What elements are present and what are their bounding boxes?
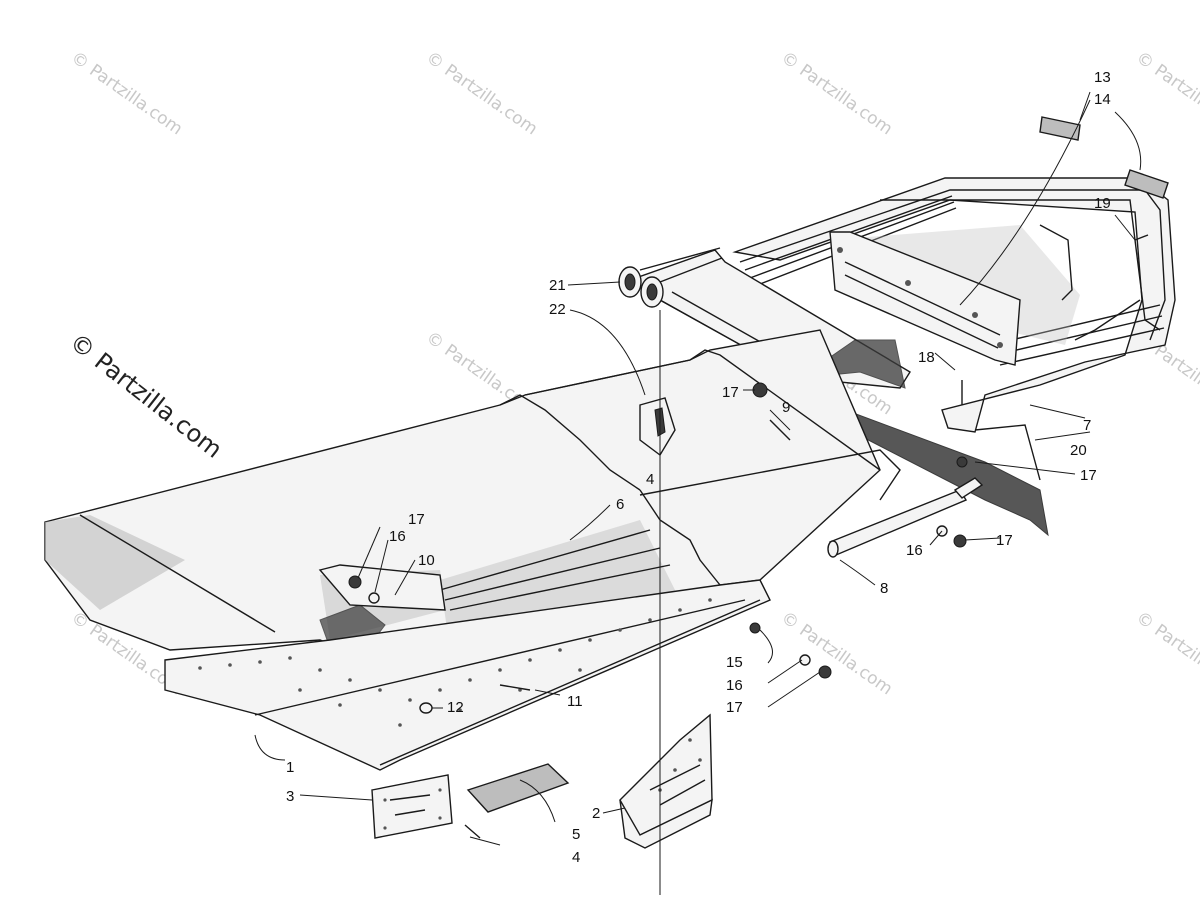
- callout-12: 12: [447, 699, 464, 716]
- callout-9: 9: [782, 399, 790, 416]
- reflectors: [1039, 116, 1169, 199]
- traction-plate: [466, 763, 570, 813]
- callout-4-bottom: 4: [572, 849, 580, 866]
- footrest-plate: [164, 579, 771, 771]
- callout-14: 14: [1094, 91, 1111, 108]
- callout-16-left: 16: [389, 528, 406, 545]
- watermark: © Partzilla.com: [1132, 48, 1200, 140]
- watermark: © Partzilla.com: [777, 48, 896, 140]
- callout-19: 19: [1094, 195, 1111, 212]
- callout-15: 15: [726, 654, 743, 671]
- callout-10: 10: [418, 552, 435, 569]
- shaft: [827, 477, 984, 558]
- callout-20: 20: [1070, 442, 1087, 459]
- callout-labels: 1 2 3 4 4 5 6 7 8 9 10 11 12 13 14 15 16…: [286, 69, 1111, 866]
- callout-3: 3: [286, 788, 294, 805]
- callout-22: 22: [549, 301, 566, 318]
- callout-8: 8: [880, 580, 888, 597]
- callout-5: 5: [572, 826, 580, 843]
- leader-lines: [254, 91, 1142, 895]
- callout-18: 18: [918, 349, 935, 366]
- reinforcement-plate: [371, 774, 453, 839]
- watermark: © Partzilla.com: [422, 48, 541, 140]
- callout-21: 21: [549, 277, 566, 294]
- callout-6: 6: [616, 496, 624, 513]
- watermark: © Partzilla.com: [1132, 608, 1200, 700]
- callout-17-bottom: 17: [726, 699, 743, 716]
- callout-11: 11: [567, 693, 583, 710]
- watermark: © Partzilla.com: [67, 48, 186, 140]
- callout-17-top: 17: [722, 384, 739, 401]
- callout-4-top: 4: [646, 471, 654, 488]
- rear-bumper: [732, 177, 1176, 433]
- callout-2: 2: [592, 805, 600, 822]
- callout-16-right: 16: [906, 542, 923, 559]
- callout-17-right: 17: [1080, 467, 1097, 484]
- callout-17-left: 17: [408, 511, 425, 528]
- callout-1: 1: [286, 759, 294, 776]
- gusset-bracket: [619, 713, 713, 849]
- callout-7: 7: [1083, 417, 1091, 434]
- corner-watermark: © Partzilla.com: [64, 328, 227, 464]
- hitch-bracket: [618, 247, 911, 389]
- callout-17-shaft: 17: [996, 532, 1013, 549]
- watermark: © Partzilla.com: [777, 608, 896, 700]
- rivet-holes: [198, 598, 712, 727]
- callout-13: 13: [1094, 69, 1111, 86]
- callout-16-mid: 16: [726, 677, 743, 694]
